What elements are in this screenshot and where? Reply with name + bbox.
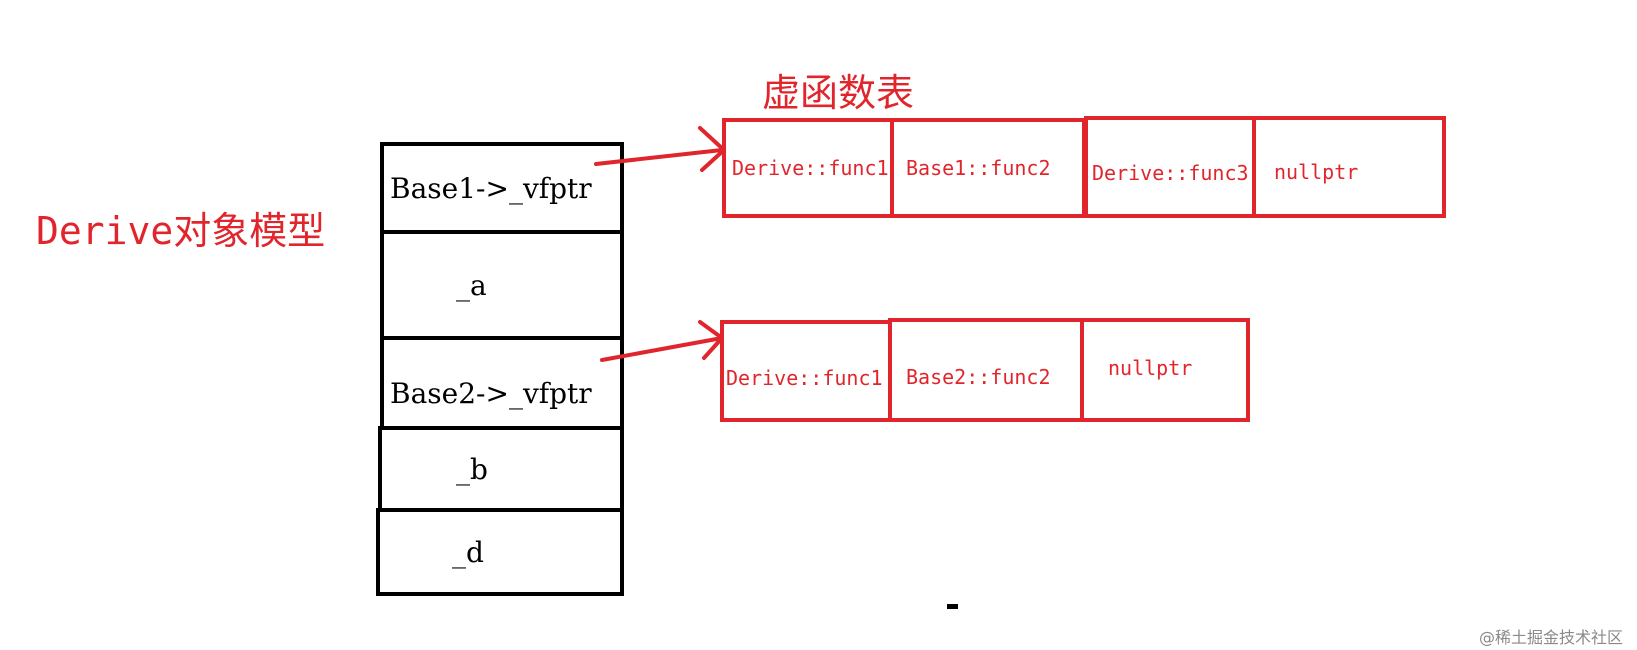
object-cell-label: _b (456, 452, 488, 486)
vtable-title: 虚函数表 (762, 71, 915, 115)
watermark: @稀土掘金技术社区 (1478, 628, 1623, 647)
object-cell-label: Base1->_vfptr (390, 171, 592, 205)
object-cell-b: _b (378, 426, 624, 512)
object-cell-label: Base2->_vfptr (390, 376, 592, 410)
vtable1-entry-0: Derive::func1 (722, 118, 894, 218)
vtable2-entry-2: nullptr (1080, 318, 1250, 422)
object-model-title: Derive对象模型 (36, 209, 326, 253)
object-cell-base2-vfptr: Base2->_vfptr (380, 336, 624, 430)
vtable1-entry-3: nullptr (1252, 116, 1446, 218)
vtable1-entry-1: Base1::func2 (890, 118, 1086, 218)
vtable1-entry-2: Derive::func3 (1084, 116, 1256, 218)
vtable2-entry-1: Base2::func2 (888, 318, 1084, 422)
stray-mark (947, 604, 958, 609)
object-cell-d: _d (376, 508, 624, 596)
object-cell-base1-vfptr: Base1->_vfptr (380, 142, 624, 234)
object-cell-label: _d (452, 535, 484, 569)
object-cell-a: _a (380, 230, 624, 340)
vtable2-entry-0: Derive::func1 (720, 320, 892, 422)
object-cell-label: _a (456, 268, 487, 302)
